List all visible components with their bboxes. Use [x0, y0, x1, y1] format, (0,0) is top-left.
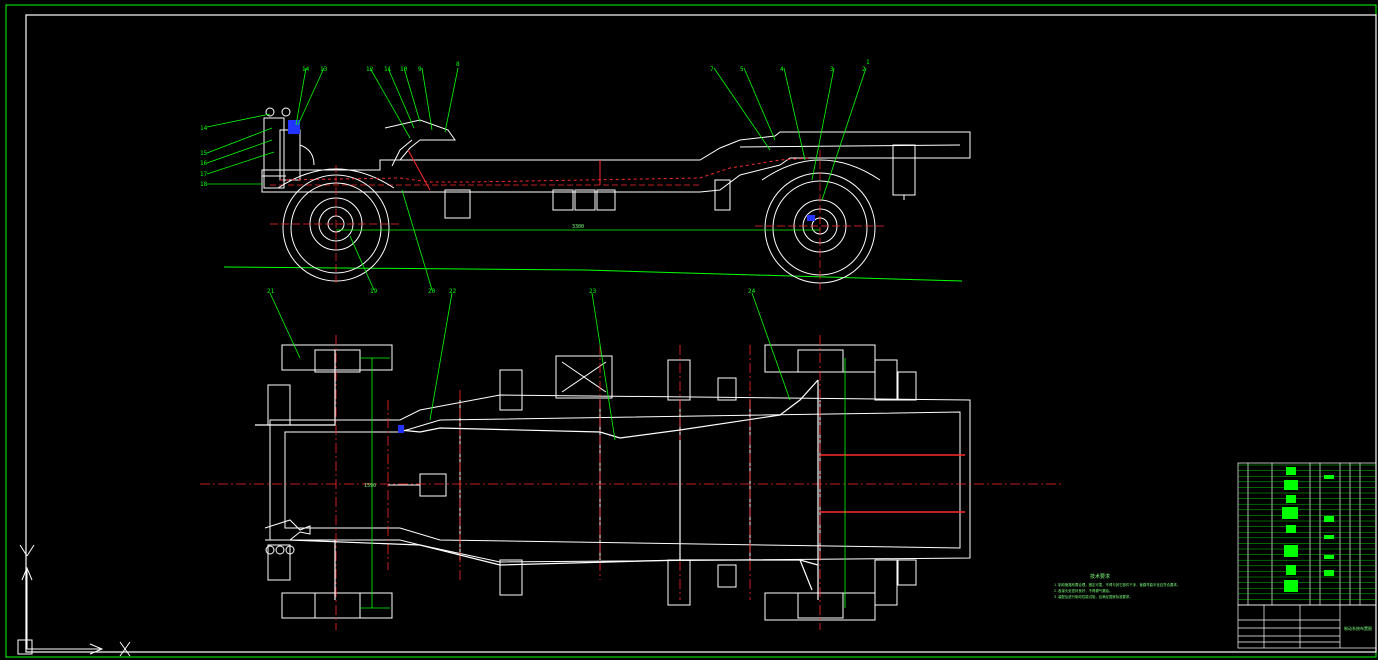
callout-12: 12	[366, 66, 374, 73]
notes-line-1: 1.制动管路布置合理，固定可靠，不得与其它部件干涉，管路弯曲半径应符合要求。	[1054, 582, 1180, 587]
callout-11: 11	[384, 66, 392, 73]
plan-view-callout-labels: 21 22 23 24 1590	[267, 288, 756, 489]
plan-view-blue-valve	[398, 425, 404, 433]
side-view-callout-labels: 14 13 12 11 10 9 8 7 5 4 3 2 1 14 15 16 …	[200, 59, 870, 295]
parts-list-rows	[1238, 464, 1376, 600]
callout-8: 8	[456, 61, 460, 68]
callout-23: 23	[589, 288, 597, 295]
callout-5: 5	[740, 66, 744, 73]
callout-1: 1	[866, 59, 870, 66]
side-view-blue-component	[288, 120, 300, 134]
side-view	[223, 107, 971, 290]
parts-list-table	[1237, 462, 1377, 606]
callout-left-15: 15	[200, 150, 208, 157]
callout-left-14: 14	[200, 125, 208, 132]
outer-frame	[5, 4, 1377, 658]
callout-13: 13	[320, 66, 328, 73]
ucs-icon	[17, 544, 131, 657]
title-block	[1237, 604, 1377, 649]
callout-19: 19	[370, 288, 378, 295]
side-view-brake-pipes	[279, 149, 811, 191]
callout-22: 22	[449, 288, 457, 295]
callout-7: 7	[710, 66, 714, 73]
callout-left-18: 18	[200, 181, 208, 188]
notes-line-3: 3.装配后进行制动性能试验，应满足国家标准要求。	[1054, 594, 1133, 599]
parts-list-fill	[1282, 467, 1334, 592]
plan-view-dimension-lines	[269, 292, 846, 609]
callout-24: 24	[748, 288, 756, 295]
plan-view-centerlines	[200, 335, 1062, 630]
dimension-plan: 1590	[364, 483, 376, 489]
notes-line-2: 2.各接头处密封良好，不得漏气漏油。	[1054, 588, 1112, 593]
title-block-drawing-name: 制动系统布置图	[1344, 625, 1372, 631]
callout-2: 2	[862, 66, 866, 73]
callout-4: 4	[780, 66, 784, 73]
callout-3: 3	[830, 66, 834, 73]
side-view-blue-component-rear	[807, 215, 815, 221]
plan-view-brake-lines	[255, 350, 819, 600]
callout-left-16: 16	[200, 160, 208, 167]
inner-frame	[25, 14, 1377, 653]
side-view-leaders	[206, 67, 867, 291]
callout-21: 21	[267, 288, 275, 295]
callout-10: 10	[400, 66, 408, 73]
callout-9: 9	[418, 66, 422, 73]
technical-notes: 技术要求 1.制动管路布置合理，固定可靠，不得与其它部件干涉，管路弯曲半径应符合…	[1054, 573, 1180, 599]
callout-14: 14	[302, 66, 310, 73]
callout-20: 20	[428, 288, 436, 295]
notes-title: 技术要求	[1090, 573, 1110, 580]
dimension-side: 3300	[572, 224, 584, 230]
callout-left-17: 17	[200, 171, 208, 178]
